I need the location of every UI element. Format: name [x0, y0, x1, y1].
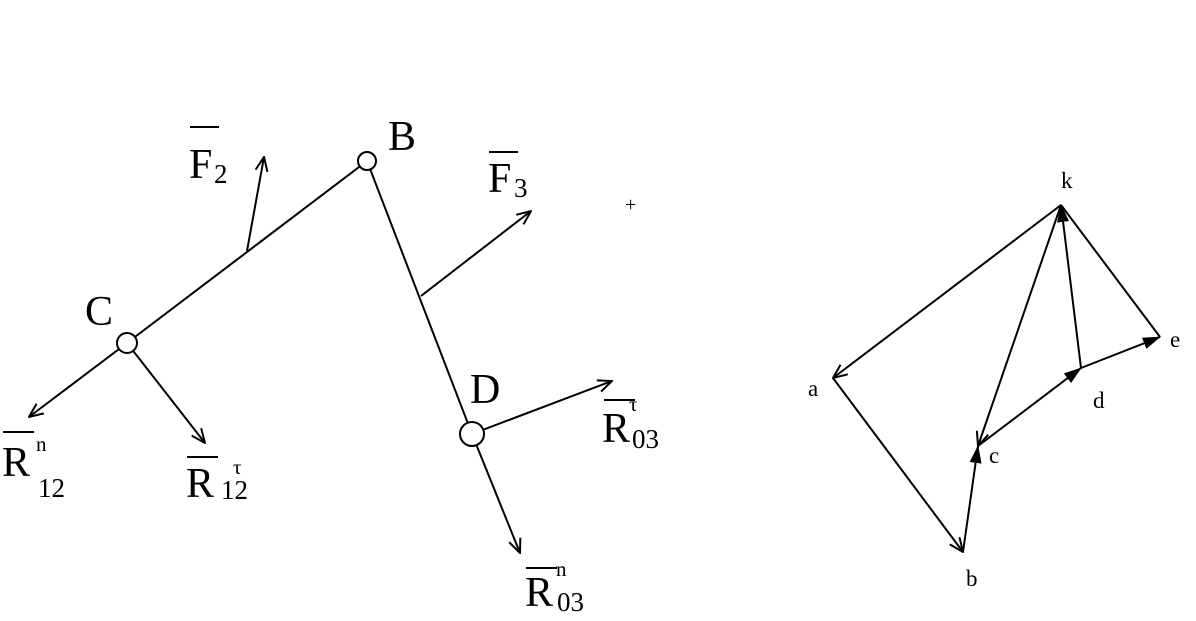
r03t-label: R τ 03	[602, 392, 659, 454]
mechanism-diagram	[29, 151, 612, 553]
f2-base: F	[189, 142, 212, 188]
joint-d-label: D	[470, 367, 500, 413]
polygon-edge-k-a	[833, 204, 1062, 378]
r03t-sup: τ	[629, 392, 637, 416]
r12n-label: R n 12	[2, 432, 65, 503]
f3-label: F 3	[488, 156, 528, 203]
joint-c-circle	[116, 332, 138, 354]
r03t-sub: 03	[632, 424, 659, 454]
r12n-sub: 12	[38, 473, 65, 503]
link-bd	[366, 160, 473, 435]
vector-overbars	[3, 126, 635, 569]
point-e-label: e	[1170, 327, 1180, 352]
point-c-label: c	[989, 443, 999, 468]
r03n-sub: 03	[557, 587, 584, 617]
force-r03t-arrow	[471, 381, 612, 435]
joint-c-label: C	[85, 289, 113, 335]
r03n-sup: n	[556, 557, 567, 581]
r12t-base: R	[186, 461, 214, 507]
point-b-label: b	[966, 566, 978, 591]
force-r12t-arrow	[126, 342, 205, 443]
force-polygon	[832, 204, 1161, 553]
point-a-label: a	[808, 376, 818, 401]
f3-sub: 3	[514, 173, 528, 203]
polygon-edge-e-k	[1060, 204, 1161, 338]
r12t-sup: τ	[233, 455, 241, 479]
link-cb	[126, 160, 368, 344]
f2-sub: 2	[214, 159, 228, 189]
joint-b-label: B	[388, 114, 416, 160]
polygon-edge-k-c	[978, 204, 1062, 446]
polygon-edge-c-d	[977, 367, 1082, 447]
force-r12n-arrow	[29, 342, 128, 417]
polygon-edge-a-b	[832, 377, 963, 552]
plus-mark: +	[625, 194, 636, 216]
force-f3-arrow	[420, 211, 531, 297]
point-d-label: d	[1093, 388, 1105, 413]
joint-d-circle	[459, 421, 485, 447]
r03n-label: R n 03	[525, 557, 584, 617]
r12t-sub: 12	[221, 475, 248, 505]
f3-base: F	[488, 156, 511, 202]
r12n-base: R	[2, 440, 30, 486]
r12n-sup: n	[36, 432, 47, 456]
polygon-edge-d-k	[1057, 204, 1082, 369]
joint-b-circle	[357, 151, 377, 171]
r03t-base: R	[602, 406, 630, 452]
point-k-label: k	[1061, 168, 1073, 193]
polygon-edge-d-e	[1080, 336, 1161, 369]
polygon-edge-b-c	[962, 445, 982, 553]
force-f2-arrow	[246, 157, 264, 252]
f2-label: F 2	[189, 142, 228, 189]
force-r03n-arrow	[471, 433, 520, 553]
r12t-label: R τ 12	[186, 455, 248, 507]
r03n-base: R	[525, 570, 553, 616]
